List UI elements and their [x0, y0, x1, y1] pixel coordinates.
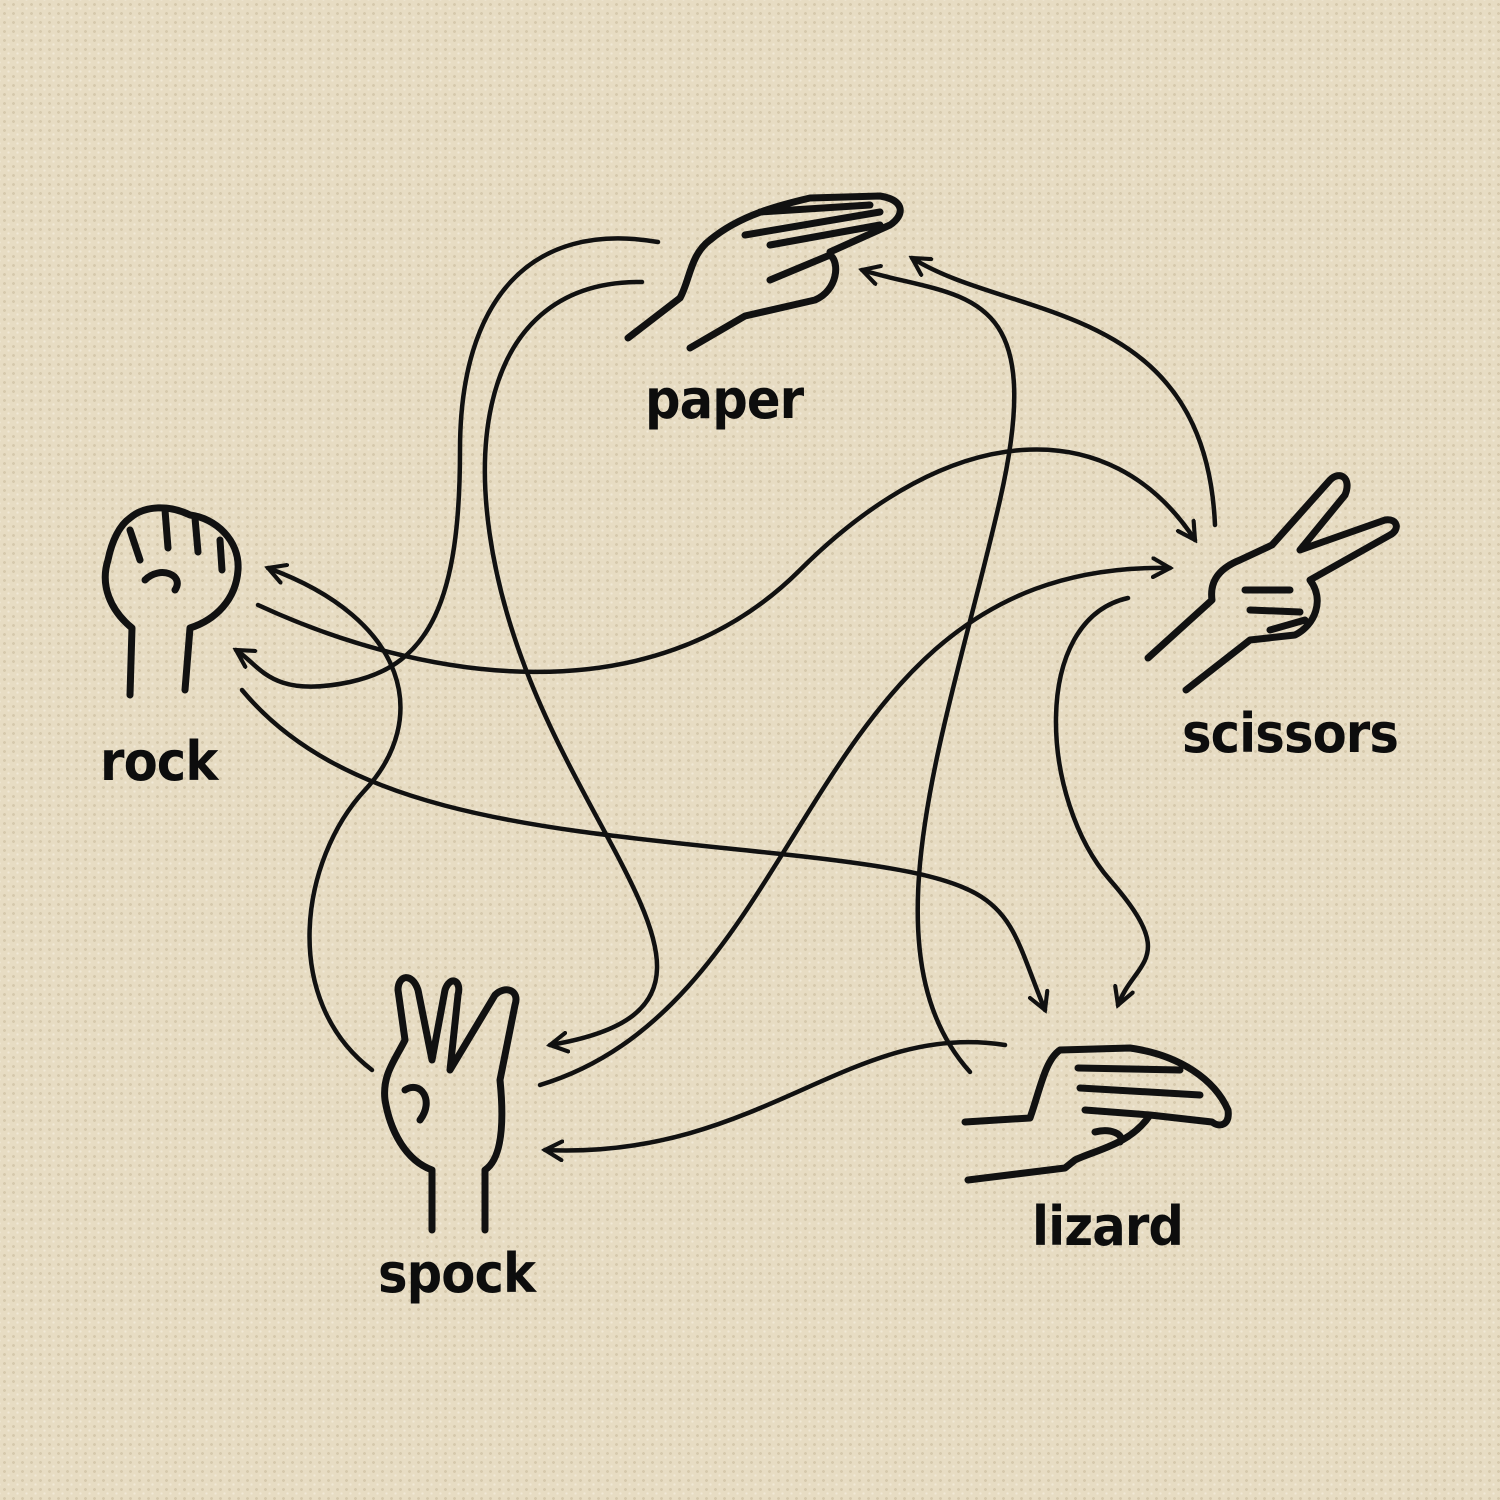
edge-spock-rock	[268, 568, 403, 1073]
edge-spock-scissors	[537, 568, 1170, 1088]
edge-scissors-paper	[912, 258, 1218, 528]
node-label-lizard: lizard	[1032, 1195, 1184, 1258]
edge-lizard-spock	[545, 1039, 1008, 1151]
edge-paper-spock	[482, 279, 660, 1045]
node-label-paper: paper	[645, 368, 804, 431]
scissors-hand-icon	[1144, 472, 1400, 694]
node-label-rock: rock	[100, 730, 218, 793]
paper-hand-icon	[624, 192, 904, 352]
rock-hand-icon	[101, 504, 242, 699]
edge-lizard-paper	[862, 270, 1017, 1075]
lizard-hand-icon	[961, 1044, 1232, 1184]
node-label-scissors: scissors	[1182, 702, 1399, 765]
node-label-spock: spock	[378, 1242, 536, 1305]
spock-hand-icon	[381, 974, 520, 1234]
edge-rock-scissors	[255, 447, 1195, 675]
edge-scissors-lizard	[1053, 595, 1151, 1005]
edge-paper-rock	[236, 236, 661, 689]
edge-rock-lizard	[239, 687, 1045, 1010]
